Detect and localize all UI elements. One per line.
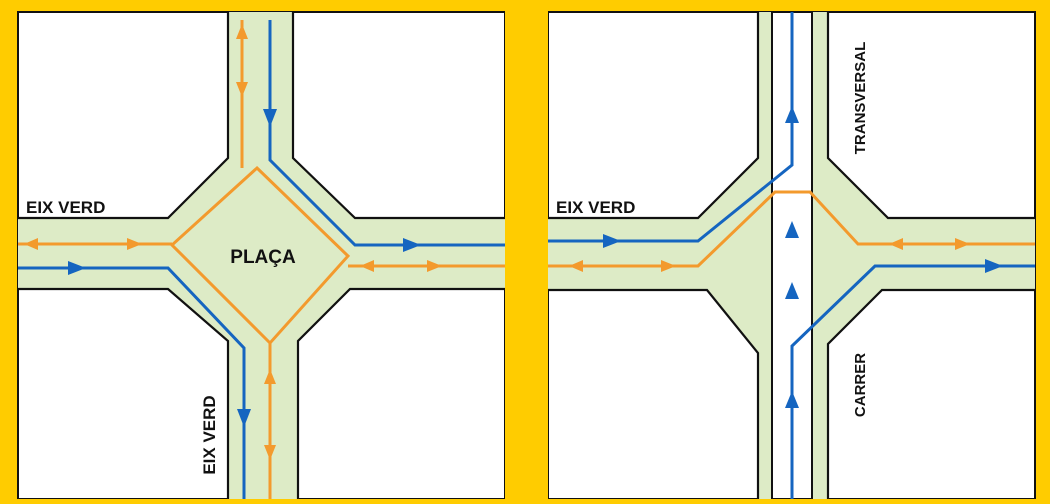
pedestrian-arrow-icon [661, 260, 676, 272]
left-label-south: EIX VERD [200, 395, 219, 474]
right-panel: EIX VERD TRANSVERSAL CARRER [547, 11, 1036, 500]
pedestrian-arrow-icon [24, 238, 38, 250]
pedestrian-arrow-icon [889, 238, 903, 250]
right-bike-paths [548, 12, 1035, 499]
left-street-area [18, 12, 505, 499]
right-label-west: EIX VERD [556, 198, 635, 217]
bike-arrow-icon [68, 261, 86, 275]
pedestrian-arrow-icon [127, 238, 142, 250]
pedestrian-arrow-icon [427, 260, 442, 272]
bike-arrow-icon [237, 409, 251, 427]
left-arrows [24, 24, 442, 460]
bike-arrow-icon [603, 234, 621, 248]
bike-arrow-icon [785, 221, 799, 238]
bike-arrow-icon [263, 109, 277, 127]
pedestrian-arrow-icon [264, 445, 276, 460]
right-label-south: CARRER [852, 353, 869, 417]
left-curbs [18, 12, 505, 499]
pedestrian-arrow-icon [236, 24, 248, 39]
left-label-west: EIX VERD [26, 198, 105, 217]
bike-arrow-icon [785, 391, 799, 408]
bike-arrow-icon [785, 106, 799, 123]
pedestrian-arrow-icon [360, 260, 374, 272]
right-curbs [548, 12, 1035, 499]
pedestrian-arrow-icon [955, 238, 970, 250]
right-label-north: TRANSVERSAL [852, 42, 869, 155]
panel-separator [505, 0, 548, 499]
left-label-plaza: PLAÇA [230, 247, 296, 268]
left-panel: EIX VERD PLAÇA EIX VERD [17, 11, 506, 500]
pedestrian-arrow-icon [236, 82, 248, 97]
bike-arrow-icon [785, 282, 799, 299]
right-arrows [569, 106, 1003, 408]
pedestrian-arrow-icon [569, 260, 583, 272]
bike-arrow-icon [985, 259, 1003, 273]
pedestrian-arrow-icon [264, 369, 276, 384]
top-tab [201, 0, 313, 10]
bike-arrow-icon [403, 238, 421, 252]
